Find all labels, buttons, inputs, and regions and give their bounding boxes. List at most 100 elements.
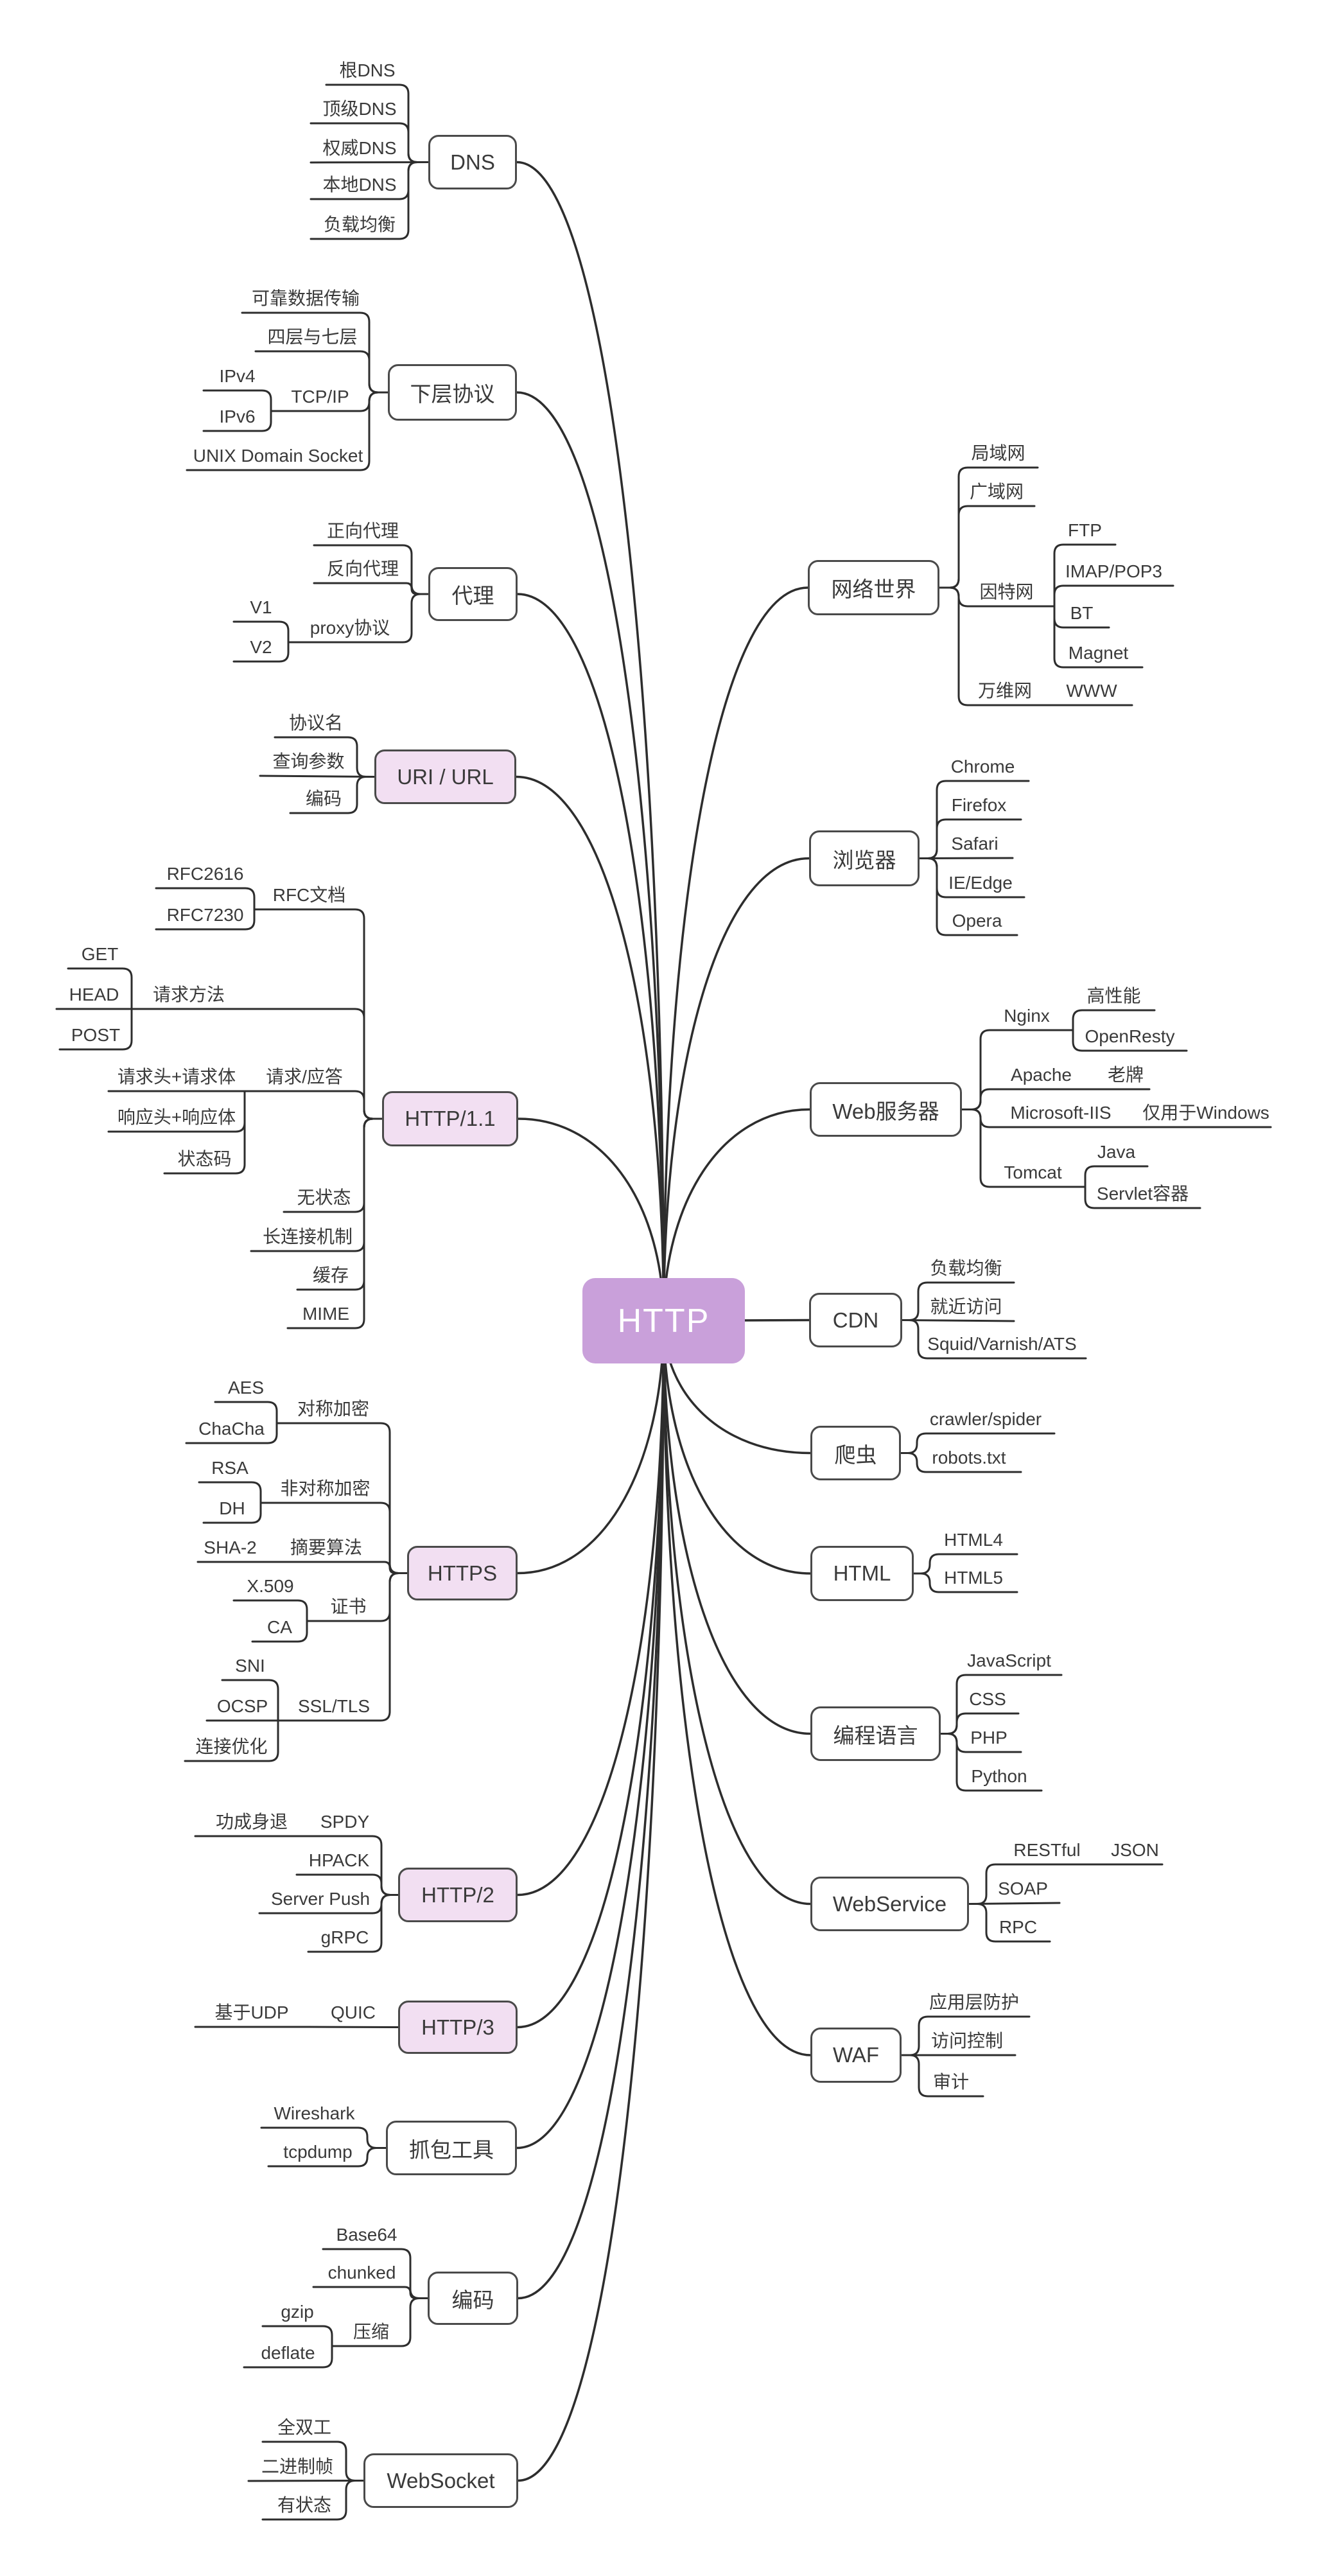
node-tcpdump[interactable]: tcpdump bbox=[283, 2142, 353, 2162]
node-bt[interactable]: BT bbox=[1070, 603, 1094, 623]
node-response-header-body[interactable]: 响应头+响应体 bbox=[117, 1107, 236, 1127]
node-keep-alive[interactable]: 长连接机制 bbox=[262, 1227, 353, 1247]
node-ssl-tls[interactable]: SSL/TLS bbox=[297, 1696, 371, 1716]
node-sha-2[interactable]: SHA-2 bbox=[204, 1538, 257, 1557]
node-method-post[interactable]: POST bbox=[71, 1025, 121, 1045]
node-old-brand[interactable]: 老牌 bbox=[1107, 1065, 1144, 1085]
node-proxy-v1[interactable]: V1 bbox=[250, 597, 272, 617]
node-rfc2616[interactable]: RFC2616 bbox=[166, 864, 244, 884]
node-method-get[interactable]: GET bbox=[81, 944, 119, 964]
node-server-push[interactable]: Server Push bbox=[270, 1889, 371, 1909]
node-encoding[interactable]: 编码 bbox=[428, 2272, 518, 2325]
node-wan[interactable]: 广域网 bbox=[969, 482, 1024, 502]
node-dns-load-balancing[interactable]: 负载均衡 bbox=[323, 215, 396, 234]
node-windows-only[interactable]: 仅用于Windows bbox=[1142, 1103, 1269, 1123]
node-nearby-access[interactable]: 就近访问 bbox=[930, 1297, 1002, 1317]
node-asymmetric-encryption[interactable]: 非对称加密 bbox=[280, 1478, 371, 1498]
node-root-dns[interactable]: 根DNS bbox=[339, 60, 396, 80]
node-crawler-spider[interactable]: crawler/spider bbox=[929, 1409, 1042, 1429]
central-node-http[interactable]: HTTP bbox=[582, 1278, 745, 1363]
node-stateful[interactable]: 有状态 bbox=[277, 2495, 332, 2515]
node-deflate[interactable]: deflate bbox=[261, 2343, 315, 2363]
node-microsoft-iis[interactable]: Microsoft-IIS bbox=[1010, 1103, 1112, 1123]
node-openresty[interactable]: OpenResty bbox=[1085, 1026, 1175, 1046]
node-aes[interactable]: AES bbox=[227, 1378, 265, 1398]
node-rpc[interactable]: RPC bbox=[999, 1917, 1038, 1937]
node-rsa[interactable]: RSA bbox=[211, 1458, 249, 1478]
node-tomcat[interactable]: Tomcat bbox=[1004, 1162, 1062, 1182]
node-www[interactable]: WWW bbox=[1066, 681, 1117, 701]
node-firefox[interactable]: Firefox bbox=[951, 795, 1007, 815]
node-chunked[interactable]: chunked bbox=[327, 2263, 396, 2282]
node-access-control[interactable]: 访问控制 bbox=[930, 2031, 1004, 2051]
node-html5[interactable]: HTML5 bbox=[944, 1568, 1003, 1588]
node-digest-algorithm[interactable]: 摘要算法 bbox=[290, 1538, 363, 1557]
node-connection-optimization[interactable]: 连接优化 bbox=[195, 1737, 268, 1757]
node-gzip[interactable]: gzip bbox=[281, 2302, 314, 2322]
node-app-layer-protection[interactable]: 应用层防护 bbox=[929, 1992, 1020, 2012]
node-apache[interactable]: Apache bbox=[1011, 1065, 1072, 1085]
node-php[interactable]: PHP bbox=[970, 1728, 1008, 1748]
node-lan[interactable]: 局域网 bbox=[971, 443, 1025, 463]
node-programming-languages[interactable]: 编程语言 bbox=[810, 1706, 941, 1761]
node-mime[interactable]: MIME bbox=[302, 1304, 350, 1324]
node-reverse-proxy[interactable]: 反向代理 bbox=[326, 559, 399, 579]
node-safari[interactable]: Safari bbox=[951, 834, 999, 854]
node-scheme-name[interactable]: 协议名 bbox=[288, 713, 344, 733]
node-audit[interactable]: 审计 bbox=[932, 2072, 970, 2092]
node-ipv6[interactable]: IPv6 bbox=[219, 407, 256, 426]
node-javascript[interactable]: JavaScript bbox=[967, 1651, 1051, 1670]
node-java[interactable]: Java bbox=[1097, 1142, 1136, 1162]
node-chacha[interactable]: ChaCha bbox=[198, 1419, 265, 1439]
node-imap-pop3[interactable]: IMAP/POP3 bbox=[1065, 561, 1162, 581]
node-dh[interactable]: DH bbox=[219, 1498, 245, 1518]
node-quic[interactable]: QUIC bbox=[331, 2002, 376, 2022]
node-browsers[interactable]: 浏览器 bbox=[809, 830, 920, 886]
node-waf[interactable]: WAF bbox=[810, 2028, 902, 2083]
node-dns[interactable]: DNS bbox=[428, 135, 517, 189]
node-ie-edge[interactable]: IE/Edge bbox=[948, 873, 1013, 893]
node-authoritative-dns[interactable]: 权威DNS bbox=[322, 138, 397, 158]
node-html4[interactable]: HTML4 bbox=[944, 1530, 1003, 1550]
node-ipv4[interactable]: IPv4 bbox=[219, 366, 256, 386]
node-stateless[interactable]: 无状态 bbox=[297, 1187, 351, 1207]
node-udp-based[interactable]: 基于UDP bbox=[214, 2002, 289, 2022]
node-internet[interactable]: 因特网 bbox=[979, 582, 1034, 602]
node-css[interactable]: CSS bbox=[969, 1689, 1006, 1709]
node-reliable-data-transfer[interactable]: 可靠数据传输 bbox=[251, 288, 360, 308]
node-proxy[interactable]: 代理 bbox=[428, 567, 518, 621]
node-tcp-ip[interactable]: TCP/IP bbox=[291, 387, 349, 407]
node-http-3[interactable]: HTTP/3 bbox=[398, 2001, 518, 2054]
node-top-level-dns[interactable]: 顶级DNS bbox=[322, 99, 397, 119]
node-request-methods[interactable]: 请求方法 bbox=[152, 985, 225, 1004]
node-packet-capture-tools[interactable]: 抓包工具 bbox=[386, 2121, 517, 2175]
node-base64[interactable]: Base64 bbox=[336, 2225, 397, 2245]
node-robots-txt[interactable]: robots.txt bbox=[932, 1448, 1006, 1468]
node-http-2[interactable]: HTTP/2 bbox=[398, 1868, 518, 1922]
node-rfc-docs[interactable]: RFC文档 bbox=[272, 885, 346, 905]
node-request-response[interactable]: 请求/应答 bbox=[266, 1067, 343, 1087]
node-x509[interactable]: X.509 bbox=[247, 1576, 294, 1596]
node-compression[interactable]: 压缩 bbox=[353, 2322, 390, 2342]
node-spdy[interactable]: SPDY bbox=[320, 1812, 370, 1832]
node-wireshark[interactable]: Wireshark bbox=[274, 2103, 355, 2123]
node-symmetric-encryption[interactable]: 对称加密 bbox=[297, 1399, 370, 1419]
node-webservice[interactable]: WebService bbox=[810, 1877, 969, 1931]
node-local-dns[interactable]: 本地DNS bbox=[322, 175, 397, 195]
node-crawler[interactable]: 爬虫 bbox=[810, 1426, 901, 1480]
node-layer4-layer7[interactable]: 四层与七层 bbox=[267, 327, 358, 347]
node-restful[interactable]: RESTful bbox=[1013, 1840, 1081, 1860]
node-ca[interactable]: CA bbox=[267, 1617, 292, 1637]
node-websocket[interactable]: WebSocket bbox=[363, 2453, 518, 2508]
node-sni[interactable]: SNI bbox=[235, 1656, 265, 1676]
node-soap[interactable]: SOAP bbox=[998, 1879, 1048, 1898]
node-proxy-v2[interactable]: V2 bbox=[250, 637, 272, 657]
node-proxy-protocol[interactable]: proxy协议 bbox=[310, 618, 390, 638]
node-json[interactable]: JSON bbox=[1111, 1840, 1159, 1860]
node-status-code[interactable]: 状态码 bbox=[177, 1149, 232, 1169]
node-python[interactable]: Python bbox=[971, 1766, 1027, 1786]
node-rfc7230[interactable]: RFC7230 bbox=[166, 905, 244, 925]
node-cdn[interactable]: CDN bbox=[809, 1293, 902, 1347]
node-grpc[interactable]: gRPC bbox=[320, 1927, 369, 1947]
node-uri-encoding[interactable]: 编码 bbox=[305, 789, 342, 809]
